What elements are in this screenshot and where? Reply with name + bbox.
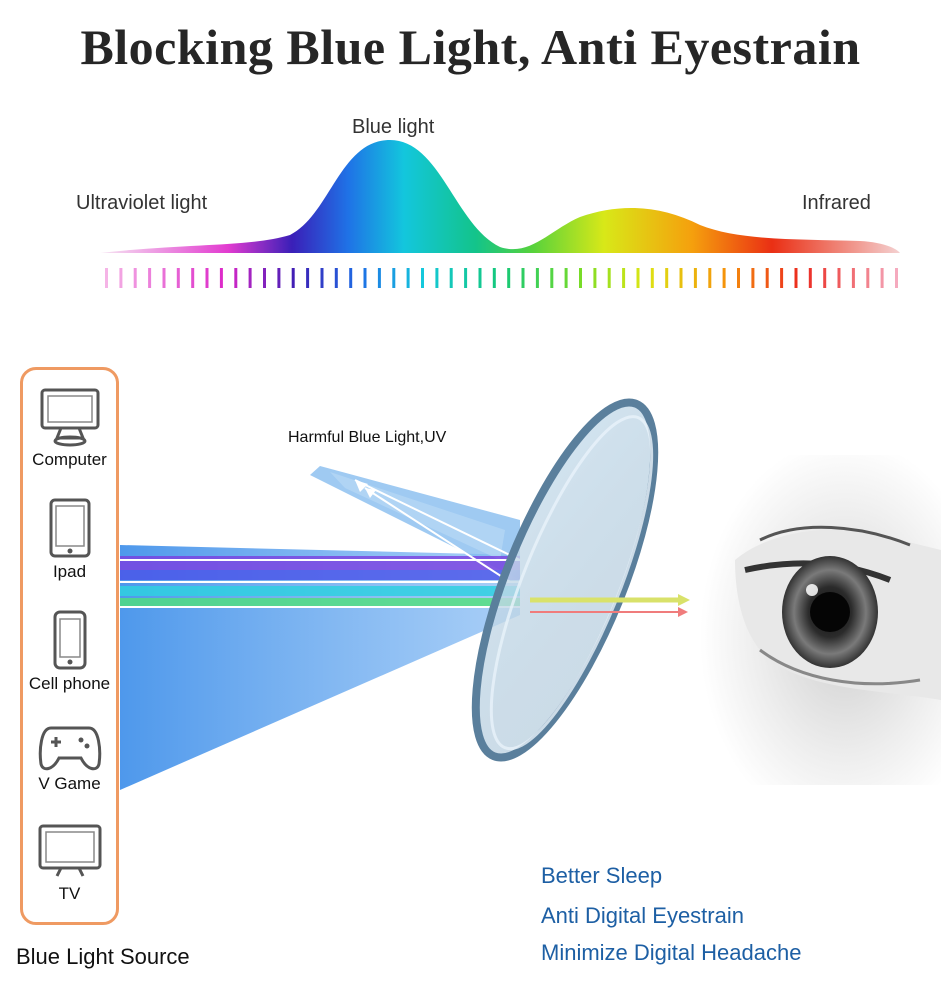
spectrum-tick xyxy=(550,268,554,288)
harmful-light-label: Harmful Blue Light,UV xyxy=(288,429,447,446)
spectrum-ticks xyxy=(105,268,898,288)
device-computer: Computer xyxy=(20,386,119,470)
device-ipad: Ipad xyxy=(20,498,119,582)
spectrum-tick xyxy=(334,268,338,288)
spectrum-tick xyxy=(464,268,468,288)
violet-light-band xyxy=(120,556,520,570)
spectrum-tick xyxy=(823,268,827,288)
blue-light-source-title: Blue Light Source xyxy=(16,944,190,969)
device-label: Ipad xyxy=(52,562,87,581)
tv-icon xyxy=(38,824,101,877)
indigo-light-band xyxy=(120,570,520,580)
blue-light-label: Blue light xyxy=(352,116,435,138)
spectrum-tick xyxy=(492,268,496,288)
device-label: Cell phone xyxy=(28,674,111,693)
spectrum-tick xyxy=(564,268,568,288)
spectrum-tick xyxy=(837,268,841,288)
spectrum-tick xyxy=(607,268,611,288)
spectrum-tick xyxy=(306,268,310,288)
spectrum-tick xyxy=(780,268,784,288)
benefit-item: Anti Digital Eyestrain xyxy=(541,903,744,928)
spectrum-tick xyxy=(421,268,424,288)
spectrum-tick xyxy=(851,268,855,288)
spectrum-tick xyxy=(392,268,396,288)
spectrum-tick xyxy=(263,268,266,288)
spectrum-tick xyxy=(377,268,381,288)
spectrum-tick xyxy=(866,268,870,288)
spectrum-tick xyxy=(579,268,582,288)
device-label: TV xyxy=(58,884,81,903)
phone-icon xyxy=(53,610,86,670)
device-v-game: V Game xyxy=(20,720,119,794)
spectrum-tick xyxy=(722,268,726,288)
spectrum-tick xyxy=(665,268,669,288)
infrared-label: Infrared xyxy=(802,192,871,214)
spectrum-tick xyxy=(291,268,295,288)
tablet-icon xyxy=(49,498,90,558)
green-light-band xyxy=(120,598,520,608)
spectrum-tick xyxy=(507,268,511,288)
spectrum-tick xyxy=(205,268,209,288)
page-title: Blocking Blue Light, Anti Eyestrain xyxy=(80,19,861,75)
spectrum-tick xyxy=(895,268,898,288)
spectrum-tick xyxy=(277,268,281,288)
spectrum-tick xyxy=(119,268,123,288)
device-cell-phone: Cell phone xyxy=(20,610,119,694)
benefit-item: Minimize Digital Headache xyxy=(541,940,802,965)
spectrum-tick xyxy=(593,268,597,288)
spectrum-tick xyxy=(191,268,195,288)
spectrum-tick xyxy=(435,268,439,288)
spectrum-tick xyxy=(105,268,108,288)
lens-illustration xyxy=(120,398,941,790)
device-tv: TV xyxy=(20,822,119,904)
spectrum-tick xyxy=(679,268,683,288)
spectrum-tick xyxy=(478,268,482,288)
spectrum-tick xyxy=(880,268,884,288)
spectrum-tick xyxy=(636,268,640,288)
spectrum-tick xyxy=(693,268,697,288)
gamepad-icon xyxy=(38,726,101,771)
computer-icon xyxy=(40,388,99,447)
spectrum-tick xyxy=(808,268,812,288)
spectrum-tick xyxy=(248,268,252,288)
spectrum-tick xyxy=(622,268,626,288)
spectrum-tick xyxy=(765,268,769,288)
spectrum-tick xyxy=(162,268,166,288)
spectrum-tick xyxy=(650,268,654,288)
device-label: V Game xyxy=(38,774,101,793)
device-label: Computer xyxy=(32,450,107,469)
spectrum-tick xyxy=(176,268,180,288)
spectrum-tick xyxy=(751,268,755,288)
spectrum-tick xyxy=(406,268,410,288)
eye-illustration xyxy=(700,455,941,785)
spectrum-tick xyxy=(449,268,453,288)
benefit-item: Better Sleep xyxy=(541,863,663,888)
spectrum-tick xyxy=(521,268,525,288)
spectrum-tick xyxy=(219,268,223,288)
spectrum-tick xyxy=(737,268,740,288)
ultraviolet-label: Ultraviolet light xyxy=(76,192,208,214)
spectrum-tick xyxy=(363,268,367,288)
spectrum-tick xyxy=(708,268,712,288)
spectrum-tick xyxy=(794,268,798,288)
spectrum-curve xyxy=(100,140,900,253)
spectrum-tick xyxy=(133,268,137,288)
cyan-light-band xyxy=(120,586,520,596)
spectrum-tick xyxy=(320,268,324,288)
spectrum-tick xyxy=(234,268,238,288)
spectrum-tick xyxy=(148,268,152,288)
spectrum-tick xyxy=(535,268,539,288)
light-spectrum xyxy=(100,140,900,288)
spectrum-tick xyxy=(349,268,353,288)
